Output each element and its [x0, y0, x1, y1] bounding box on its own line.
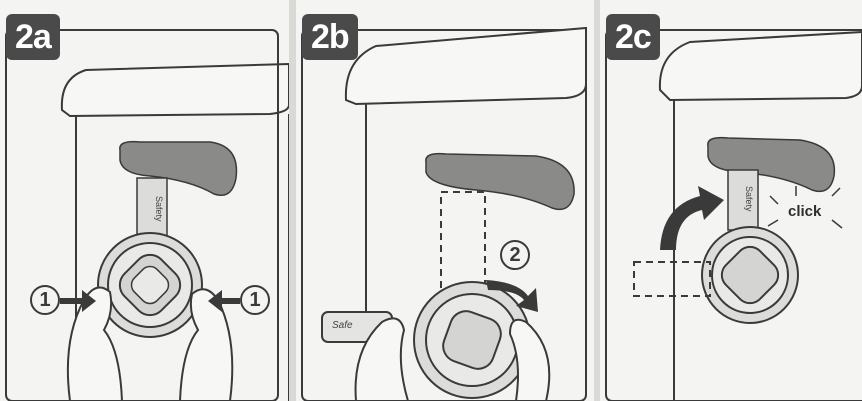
toilet-tank-lid: [346, 28, 586, 104]
step-number-right: 1: [240, 285, 270, 315]
panel-2a: Safety 2a 1 1: [0, 0, 289, 401]
step-badge-2b: 2b: [302, 14, 358, 60]
strap-side-brand: Safe: [332, 320, 353, 331]
click-label: click: [788, 203, 821, 220]
flush-lever: [708, 138, 835, 192]
step-number-left: 1: [30, 285, 60, 315]
step-number-2: 2: [500, 240, 530, 270]
flush-lever: [426, 154, 574, 210]
panel-2c: Safety 2c click: [600, 0, 862, 401]
step-badge-2c: 2c: [606, 14, 660, 60]
lock-strap-dashed: [441, 192, 485, 292]
step-badge-2a: 2a: [6, 14, 60, 60]
toilet-tank-lid: [62, 64, 289, 116]
ghost-strap-dashed: [634, 262, 710, 296]
panel-2b-illustration: [296, 0, 594, 401]
panel-2b: 2b 2 Safe: [296, 0, 594, 401]
toilet-tank-lid: [660, 32, 862, 100]
panel-2a-illustration: Safety: [0, 0, 289, 401]
strap-brand: Safety: [154, 196, 164, 222]
strap-brand: Safety: [744, 186, 754, 212]
panel-2c-illustration: Safety: [600, 0, 862, 401]
swing-arrow: [660, 186, 724, 250]
